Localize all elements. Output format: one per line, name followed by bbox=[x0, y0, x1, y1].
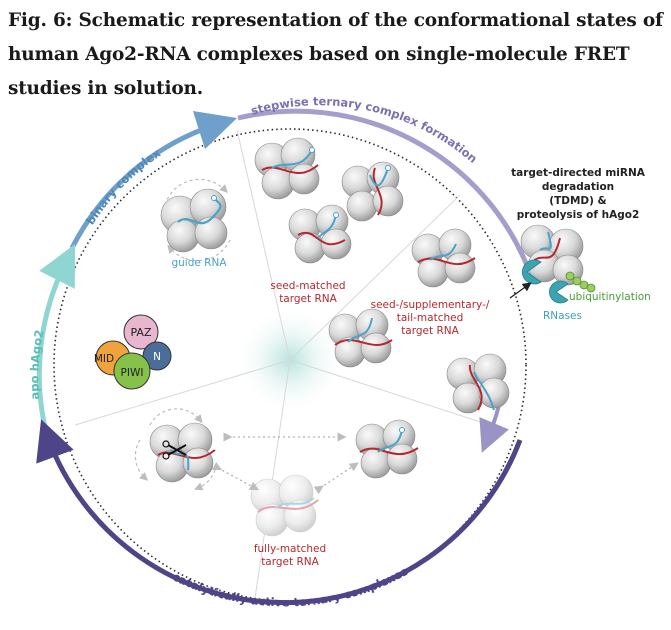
supp-label-2: tail-matched bbox=[397, 312, 464, 324]
supp-label-1: seed-/supplementary-/ bbox=[371, 299, 490, 311]
mid-label: MID bbox=[94, 353, 114, 365]
sector-dividers bbox=[74, 129, 506, 599]
catalytic-label: catalytically active ternary complexes bbox=[170, 564, 410, 610]
catalytic-equilibrium-arrows bbox=[211, 432, 359, 495]
apo-label: apo hAgo2 bbox=[27, 329, 46, 401]
catalytic-cluster-left bbox=[134, 408, 216, 491]
seed-matched-label-1: seed-matched bbox=[270, 280, 345, 292]
binary-complex-cluster bbox=[160, 178, 231, 262]
fully-matched-label-1: fully-matched bbox=[254, 543, 326, 555]
apo-arc bbox=[36, 244, 75, 433]
tdmd-line-4: proteolysis of hAgo2 bbox=[517, 209, 640, 221]
paz-label: PAZ bbox=[131, 326, 152, 339]
catalytic-cluster-middle bbox=[250, 474, 319, 537]
supp-matched-cluster-2 bbox=[328, 308, 393, 368]
piwi-label: PIWI bbox=[121, 367, 144, 379]
tdmd-line-3: (TDMD) & bbox=[549, 195, 606, 207]
seed-matched-label-2: target RNA bbox=[279, 293, 337, 305]
supp-matched-cluster-1 bbox=[411, 228, 476, 288]
supp-label-3: target RNA bbox=[401, 325, 459, 337]
stepwise-arc bbox=[237, 108, 531, 269]
supp-matched-cluster-3 bbox=[446, 353, 510, 414]
seed-matched-cluster-3 bbox=[288, 204, 352, 264]
catalytic-arc bbox=[36, 419, 523, 606]
fully-matched-label-2: target RNA bbox=[261, 556, 319, 568]
apo-ago2-domains: PAZ MID N PIWI bbox=[94, 314, 172, 390]
seed-matched-cluster-2 bbox=[341, 161, 404, 222]
tdmd-cluster bbox=[509, 224, 596, 304]
n-label: N bbox=[153, 351, 161, 363]
figure-title: Fig. 6: Schematic representation of the … bbox=[8, 10, 663, 99]
binary-complex-arc bbox=[69, 111, 238, 250]
seed-matched-cluster-1 bbox=[254, 137, 320, 200]
binary-complex-label: binary complex bbox=[83, 146, 164, 228]
dotted-cycle-circle bbox=[53, 128, 527, 602]
ubiquitin-label: ubiquitinylation bbox=[569, 291, 651, 303]
tdmd-line-2: degradation bbox=[542, 181, 614, 193]
guide-rna-label: guide RNA bbox=[171, 257, 227, 269]
rnases-label: RNases bbox=[543, 310, 582, 322]
tdmd-line-1: target-directed miRNA bbox=[511, 167, 646, 179]
catalytic-cluster-right bbox=[355, 419, 419, 479]
